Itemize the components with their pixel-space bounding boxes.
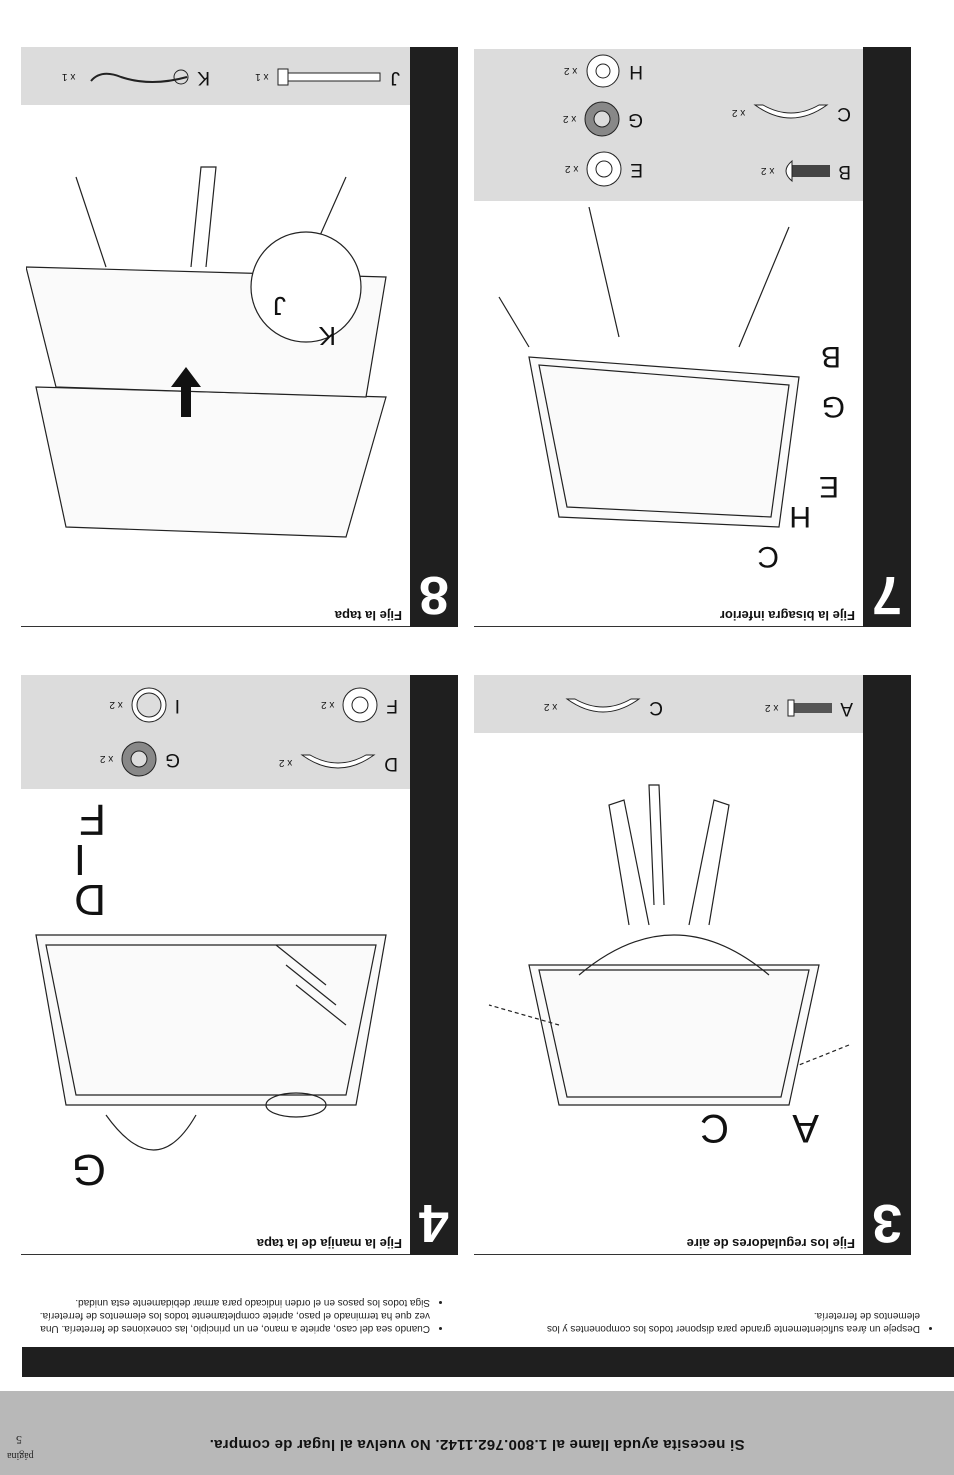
part-k: K x 1 bbox=[62, 65, 210, 89]
part-j: J x 1 bbox=[255, 65, 400, 89]
callout-h: H bbox=[789, 500, 811, 533]
step-3-illustration: A C bbox=[479, 755, 859, 1225]
part-qty: x 2 bbox=[564, 163, 579, 175]
step-3-panel: 3 Fije los reguladores de aire A C bbox=[474, 674, 911, 1255]
step-number: 7 bbox=[871, 565, 903, 625]
parts-bin: D x 2 G x 2 F x 2 I x 2 bbox=[21, 675, 410, 789]
part-letter: I bbox=[174, 695, 180, 716]
washer-icon bbox=[342, 687, 378, 723]
part-letter: B bbox=[838, 161, 851, 182]
callout-j: J bbox=[273, 291, 286, 321]
part-qty: x 2 bbox=[731, 107, 746, 119]
step-number: 3 bbox=[871, 1193, 903, 1253]
part-letter: F bbox=[386, 695, 398, 716]
hinge-pin-icon bbox=[278, 68, 381, 86]
callout-f: F bbox=[79, 795, 106, 844]
part-qty: x 1 bbox=[61, 71, 76, 83]
callout-c: C bbox=[757, 540, 779, 573]
part-qty: x 2 bbox=[760, 165, 775, 177]
part-b: B x 2 bbox=[761, 159, 851, 183]
callout-d: D bbox=[74, 875, 106, 924]
part-letter: E bbox=[630, 159, 643, 180]
washer-icon bbox=[121, 741, 157, 777]
callout-g: G bbox=[72, 1145, 106, 1194]
parts-bin: B x 2 E x 2 C x 2 G x 2 H x bbox=[474, 49, 863, 201]
part-letter: G bbox=[628, 109, 643, 130]
step-number: 4 bbox=[418, 1193, 450, 1253]
note-item: Siga todos los pasos en el orden indicad… bbox=[22, 1296, 430, 1309]
page-footer: página 5 Si necesita ayuda llame al 1.80… bbox=[0, 1391, 954, 1475]
part-letter: H bbox=[629, 61, 643, 82]
lock-washer-icon bbox=[131, 687, 167, 723]
bolt-icon bbox=[787, 699, 833, 717]
step-number-bar: 3 bbox=[863, 675, 911, 1255]
lock-washer-icon bbox=[586, 54, 620, 88]
screw-icon bbox=[785, 159, 831, 183]
step-4-illustration: G F I D bbox=[26, 785, 406, 1225]
part-qty: x 2 bbox=[562, 113, 577, 125]
part-qty: x 1 bbox=[255, 71, 269, 83]
callout-e: E bbox=[819, 470, 839, 503]
part-i: I x 2 bbox=[109, 685, 180, 725]
parts-bin: J x 1 K x 1 bbox=[21, 47, 410, 105]
part-h: H x 2 bbox=[564, 51, 643, 91]
step-7-panel: 7 Fije la bisagra inferior C H E G B B x… bbox=[474, 46, 911, 627]
step-8-illustration: K J bbox=[25, 157, 406, 597]
part-qty: x 2 bbox=[99, 753, 114, 765]
part-letter: J bbox=[390, 67, 401, 88]
part-g: G x 2 bbox=[100, 739, 180, 779]
step-number: 8 bbox=[418, 565, 450, 625]
callout-i: I bbox=[74, 835, 86, 884]
help-line: Si necesita ayuda llame al 1.800.762.114… bbox=[209, 1436, 745, 1453]
parts-bin: A x 2 C x 2 bbox=[474, 675, 863, 733]
part-letter: C bbox=[837, 103, 851, 124]
notes-right: Cuando sea del caso, apriete a mano, en … bbox=[22, 1296, 442, 1335]
notes-left: Despeje un área suficientemente grande p… bbox=[532, 1309, 932, 1335]
part-qty: x 2 bbox=[764, 702, 779, 714]
part-letter: D bbox=[384, 753, 398, 774]
part-qty: x 2 bbox=[563, 65, 578, 77]
section-bar bbox=[22, 1347, 954, 1377]
part-qty: x 2 bbox=[109, 699, 123, 711]
note-item: Despeje un área suficientemente grande p… bbox=[532, 1309, 920, 1335]
part-qty: x 2 bbox=[278, 757, 293, 769]
step-number-bar: 7 bbox=[863, 47, 911, 627]
step-7-illustration: C H E G B bbox=[479, 206, 859, 597]
part-e: E x 2 bbox=[565, 149, 643, 189]
washer-icon bbox=[584, 101, 620, 137]
step-title: Fije la manija de la tapa bbox=[256, 1236, 402, 1251]
cotter-pin-icon bbox=[90, 69, 189, 85]
part-f: F x 2 bbox=[321, 685, 398, 725]
part-c: C x 2 bbox=[732, 101, 851, 125]
part-letter: G bbox=[165, 749, 180, 770]
washer-icon bbox=[586, 151, 622, 187]
step-title: Fije los reguladores de aire bbox=[686, 1236, 855, 1251]
part-qty: x 2 bbox=[321, 699, 335, 711]
bracket-icon bbox=[753, 104, 829, 119]
part-a: A x 2 bbox=[765, 697, 853, 719]
part-g: G x 2 bbox=[563, 99, 643, 139]
part-letter: A bbox=[840, 698, 853, 719]
note-item: Cuando sea del caso, apriete a mano, en … bbox=[22, 1309, 430, 1335]
step-number-bar: 8 bbox=[410, 47, 458, 627]
part-letter: C bbox=[649, 697, 663, 718]
step-number-bar: 4 bbox=[410, 675, 458, 1255]
step-4-panel: 4 Fije la manija de la tapa G F I D D bbox=[21, 674, 458, 1255]
part-qty: x 2 bbox=[543, 701, 558, 713]
callout-a: A bbox=[792, 1106, 819, 1150]
bracket-icon bbox=[565, 698, 641, 713]
callout-b: B bbox=[821, 340, 841, 373]
part-letter: K bbox=[197, 67, 210, 88]
bracket-icon bbox=[300, 754, 376, 769]
callout-g: G bbox=[822, 390, 845, 423]
callout-k: K bbox=[318, 321, 336, 351]
part-d: D x 2 bbox=[279, 751, 398, 775]
callout-c: C bbox=[700, 1106, 729, 1150]
part-c: C x 2 bbox=[544, 695, 663, 719]
step-title: Fije la tapa bbox=[334, 608, 402, 623]
step-8-panel: 8 Fije la tapa K J J x 1 bbox=[21, 46, 458, 627]
step-title: Fije la bisagra inferior bbox=[719, 608, 855, 623]
